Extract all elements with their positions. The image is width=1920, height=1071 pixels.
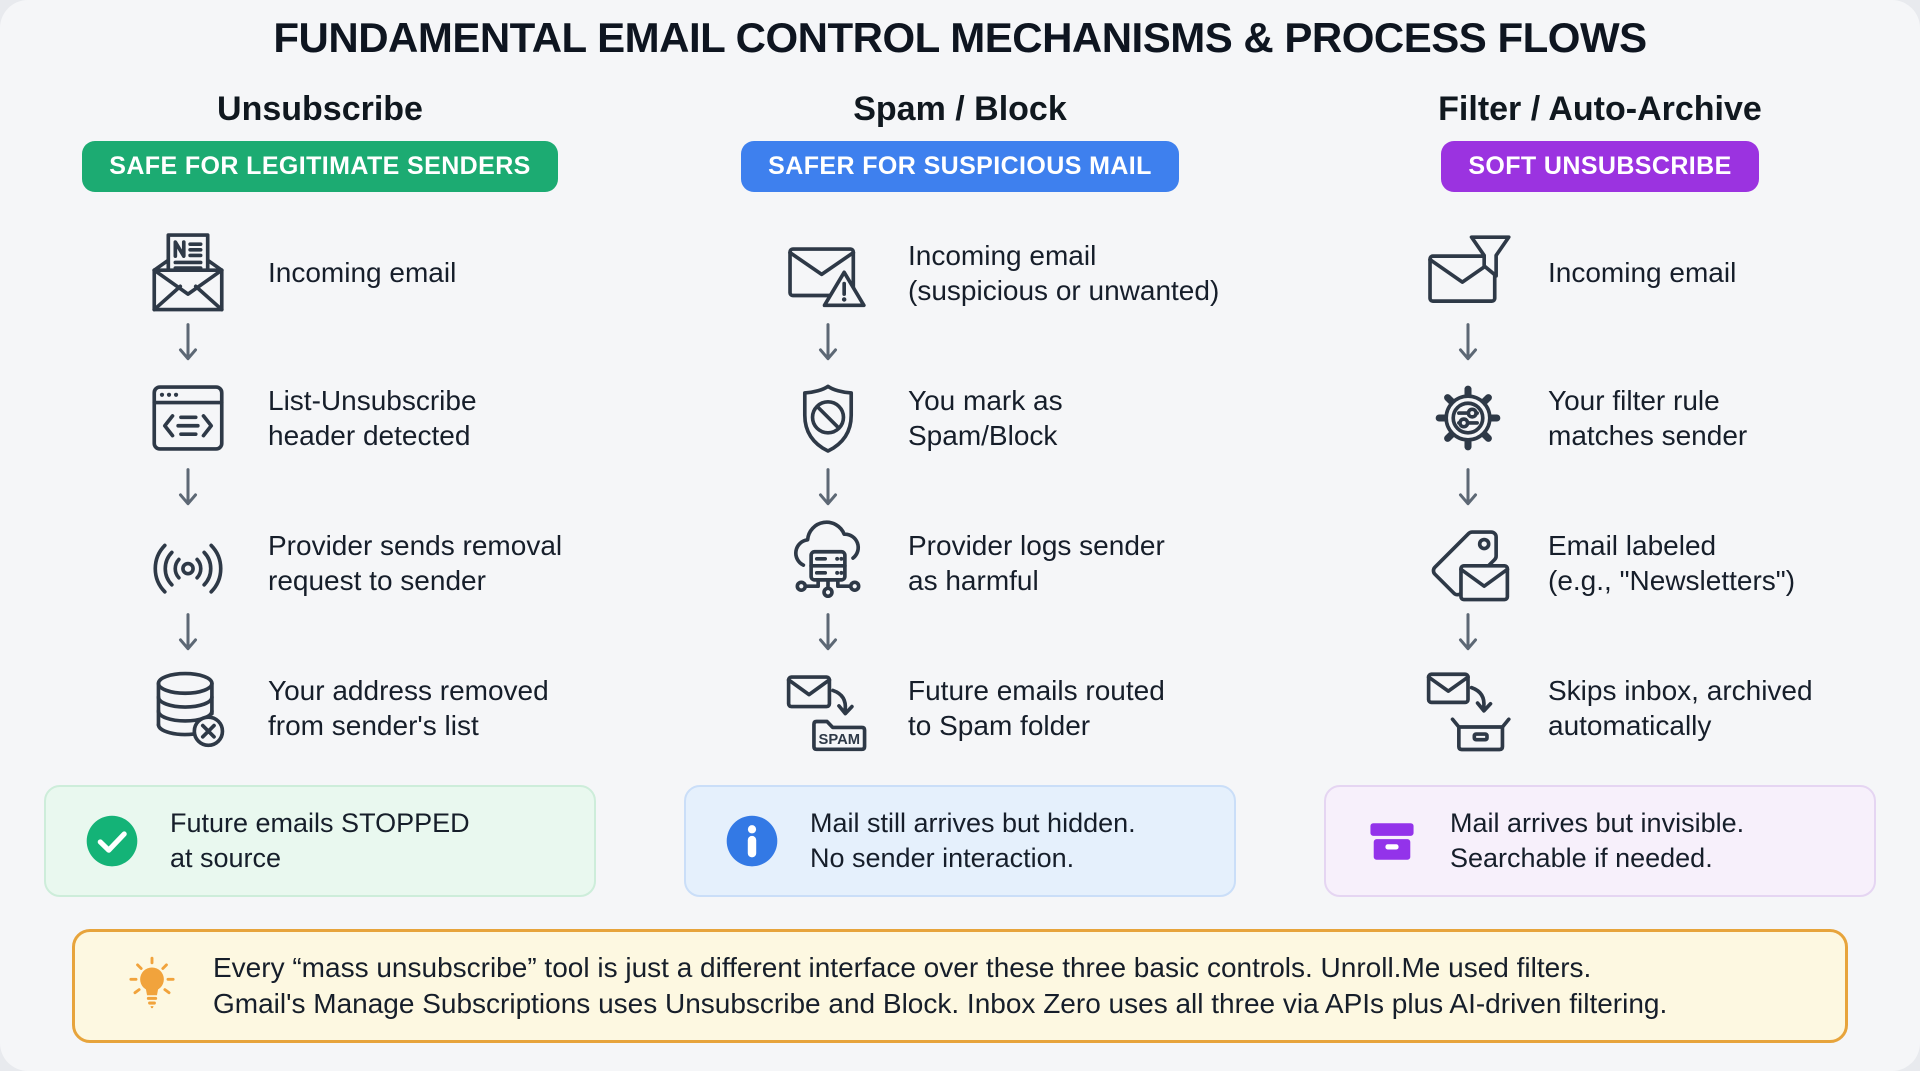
archive-box-icon — [1362, 811, 1422, 871]
flow-step: Your filter rule matches sender — [1420, 370, 1920, 465]
email-filter-funnel-icon — [1420, 228, 1516, 318]
flow-step: Future emails routed to Spam folder — [780, 660, 1280, 755]
step-label: Your filter rule matches sender — [1548, 384, 1748, 451]
step-label: Incoming email (suspicious or unwanted) — [908, 239, 1220, 306]
safety-badge: SOFT UNSUBSCRIBE — [1441, 141, 1759, 192]
badge-row: SOFT UNSUBSCRIBE — [1280, 141, 1920, 193]
step-label: Incoming email — [1548, 257, 1737, 288]
badge-row: SAFER FOR SUSPICIOUS MAIL — [640, 141, 1280, 193]
database-remove-icon — [140, 663, 236, 753]
column-spam-block: Spam / Block SAFER FOR SUSPICIOUS MAIL I… — [640, 62, 1280, 897]
newsletter-email-icon — [140, 228, 236, 318]
step-label: Provider logs sender as harmful — [908, 529, 1165, 596]
arrow-down-icon — [780, 610, 876, 660]
arrow-down-icon — [780, 320, 876, 370]
filter-rule-gear-icon — [1420, 373, 1516, 463]
column-heading: Unsubscribe — [217, 90, 423, 128]
result-label: Mail still arrives but hidden. No sender… — [810, 807, 1136, 873]
result-box: Mail arrives but invisible. Searchable i… — [1324, 785, 1876, 897]
flow-step: Provider sends removal request to sender — [140, 515, 640, 610]
shield-block-icon — [780, 373, 876, 463]
flow-step: Incoming email — [140, 225, 640, 320]
page-title: FUNDAMENTAL EMAIL CONTROL MECHANISMS & P… — [273, 14, 1647, 61]
result-box: Future emails STOPPED at source — [44, 785, 596, 897]
note-box: Every “mass unsubscribe” tool is just a … — [72, 929, 1848, 1043]
column-unsubscribe: Unsubscribe SAFE FOR LEGITIMATE SENDERS … — [0, 62, 640, 897]
check-circle-icon — [82, 811, 142, 871]
arrow-down-icon — [140, 320, 236, 370]
safety-badge: SAFE FOR LEGITIMATE SENDERS — [82, 141, 558, 192]
flow-step: You mark as Spam/Block — [780, 370, 1280, 465]
step-label: You mark as Spam/Block — [908, 384, 1063, 451]
spam-folder-route-icon — [780, 663, 876, 753]
step-label: Incoming email — [268, 257, 457, 288]
columns-row: Unsubscribe SAFE FOR LEGITIMATE SENDERS … — [0, 62, 1920, 897]
note-text: Every “mass unsubscribe” tool is just a … — [213, 952, 1668, 1019]
suspicious-email-icon — [780, 228, 876, 318]
cloud-server-icon — [780, 518, 876, 608]
flow-steps: Incoming email Your filter rule matches … — [1420, 225, 1920, 755]
arrow-down-icon — [1420, 610, 1516, 660]
result-label: Future emails STOPPED at source — [170, 807, 470, 873]
flow-step: Skips inbox, archived automatically — [1420, 660, 1920, 755]
flow-step: Your address removed from sender's list — [140, 660, 640, 755]
arrow-down-icon — [780, 465, 876, 515]
arrow-down-icon — [140, 465, 236, 515]
label-tag-icon — [1420, 518, 1516, 608]
step-label: Skips inbox, archived automatically — [1548, 674, 1813, 741]
info-circle-icon — [722, 811, 782, 871]
flow-step: Email labeled (e.g., "Newsletters") — [1420, 515, 1920, 610]
badge-row: SAFE FOR LEGITIMATE SENDERS — [0, 141, 640, 193]
arrow-down-icon — [1420, 465, 1516, 515]
flow-step: Incoming email (suspicious or unwanted) — [780, 225, 1280, 320]
step-label: Future emails routed to Spam folder — [908, 674, 1165, 741]
flow-step: List-Unsubscribe header detected — [140, 370, 640, 465]
column-heading: Filter / Auto-Archive — [1438, 90, 1762, 128]
broadcast-signal-icon — [140, 518, 236, 608]
step-label: Your address removed from sender's list — [268, 674, 549, 741]
column-filter-auto-archive: Filter / Auto-Archive SOFT UNSUBSCRIBE I… — [1280, 62, 1920, 897]
result-label: Mail arrives but invisible. Searchable i… — [1450, 807, 1745, 873]
column-heading: Spam / Block — [853, 90, 1067, 128]
auto-archive-route-icon — [1420, 663, 1516, 753]
step-label: Provider sends removal request to sender — [268, 529, 563, 596]
safety-badge: SAFER FOR SUSPICIOUS MAIL — [741, 141, 1179, 192]
step-label: List-Unsubscribe header detected — [268, 384, 477, 451]
lightbulb-icon — [119, 953, 185, 1019]
arrow-down-icon — [1420, 320, 1516, 370]
list-unsubscribe-header-icon — [140, 373, 236, 463]
flow-step: Incoming email — [1420, 225, 1920, 320]
flow-step: Provider logs sender as harmful — [780, 515, 1280, 610]
arrow-down-icon — [140, 610, 236, 660]
flow-steps: Incoming email (suspicious or unwanted) … — [780, 225, 1280, 755]
result-box: Mail still arrives but hidden. No sender… — [684, 785, 1236, 897]
step-label: Email labeled (e.g., "Newsletters") — [1548, 529, 1796, 596]
flow-steps: Incoming email List-Unsubscribe header d… — [140, 225, 640, 755]
